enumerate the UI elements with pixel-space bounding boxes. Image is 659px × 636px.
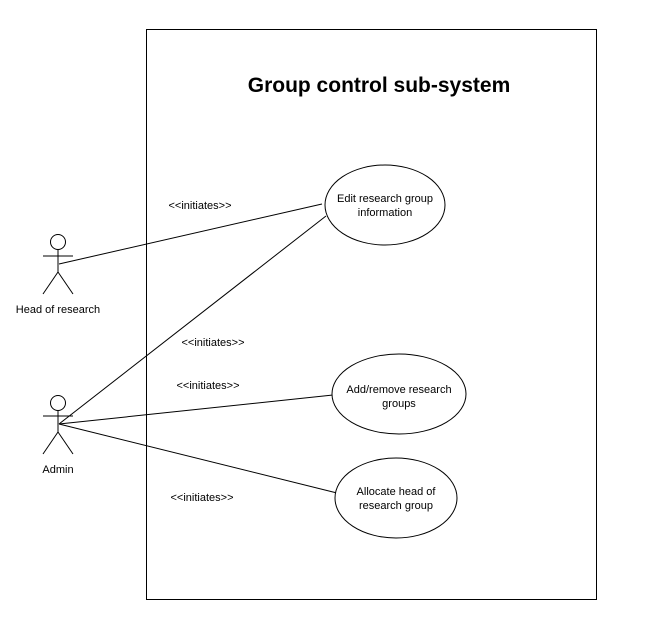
use-case-allocate-head-of-research-group[interactable]: Allocate head of research group [334, 457, 458, 539]
actor-label: Head of research [16, 304, 100, 316]
initiates-label-1: <<initiates>> [169, 200, 232, 212]
stick-figure-icon [42, 395, 74, 455]
use-case-add-remove-research-groups[interactable]: Add/remove research groups [331, 353, 467, 435]
actor-label: Admin [42, 464, 73, 476]
use-case-label-line-1: Allocate head of [357, 486, 437, 498]
initiates-label-2: <<initiates>> [182, 337, 245, 349]
use-case-label-line-2: information [358, 207, 412, 219]
system-boundary [146, 29, 597, 600]
actor-admin[interactable]: Admin [42, 395, 74, 477]
initiates-label-3: <<initiates>> [177, 380, 240, 392]
use-case-label-line-1: Add/remove research [346, 384, 451, 396]
use-case-label-line-2: research group [359, 500, 433, 512]
system-title: Group control sub-system [248, 74, 511, 97]
association-admin-edit [58, 215, 327, 425]
association-admin-add-remove [58, 394, 334, 425]
actor-head-of-research[interactable]: Head of research [16, 234, 100, 317]
use-case-label-line-1: Edit research group [337, 193, 433, 205]
association-head-edit [58, 203, 323, 265]
association-admin-allocate [58, 423, 338, 494]
stick-figure-icon [42, 234, 74, 295]
use-case-label-line-2: groups [382, 398, 416, 410]
initiates-label-4: <<initiates>> [171, 492, 234, 504]
use-case-edit-research-group-information[interactable]: Edit research group information [324, 164, 446, 246]
